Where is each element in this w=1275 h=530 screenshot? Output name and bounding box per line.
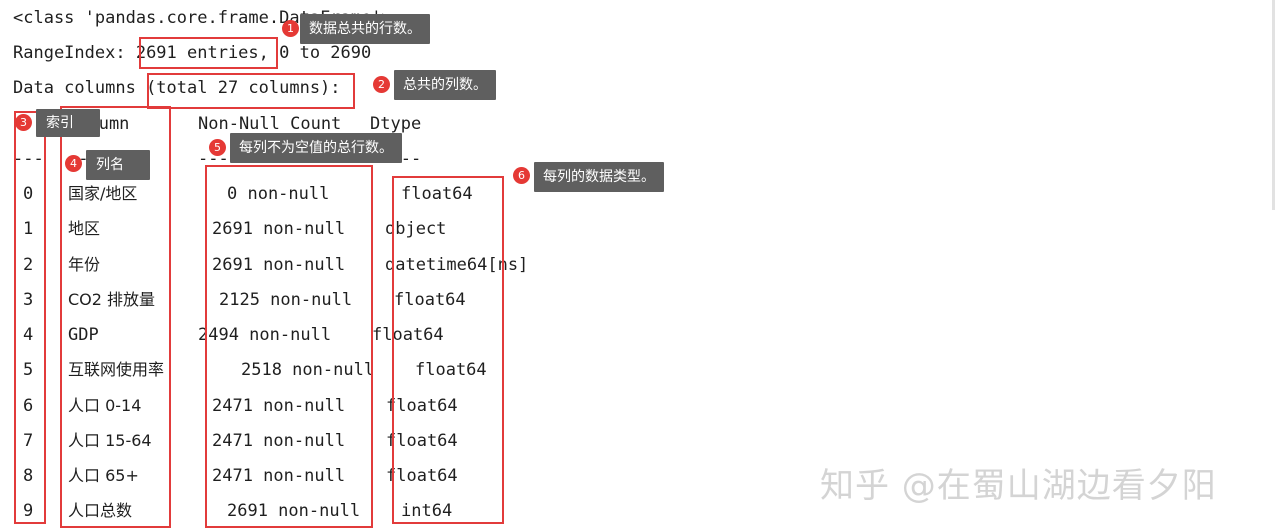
row-dtype: float64 (386, 431, 458, 451)
scrollbar[interactable] (1272, 0, 1275, 210)
row-count: 2471 non-null (212, 396, 346, 416)
columns-total: (total 27 columns) (146, 78, 331, 98)
row-index: 4 (23, 325, 34, 345)
annotation-badge: 3 (15, 114, 32, 131)
columns-prefix: Data columns (13, 78, 147, 98)
dtype-highlight-box (392, 176, 504, 524)
range-prefix: RangeIndex: (13, 43, 136, 63)
dtype-header: Dtype (370, 114, 422, 134)
row-count: 2471 non-null (212, 431, 346, 451)
column-name-highlight-box (60, 106, 171, 528)
row-count: 2518 non-null (241, 360, 375, 380)
row-name: 地区 (68, 219, 101, 238)
row-count: 2494 non-null (198, 325, 332, 345)
row-dtype: float64 (415, 360, 487, 380)
index-highlight-box (14, 111, 46, 524)
annotation-badge: 5 (209, 139, 226, 156)
row-index: 9 (23, 501, 34, 521)
annotation-tooltip: 每列的数据类型。 (534, 162, 664, 192)
watermark-text: 知乎 @在蜀山湖边看夕阳 (820, 466, 1217, 506)
row-dtype: object (385, 219, 447, 239)
row-name: 人口 65+ (68, 466, 139, 485)
row-count: 2125 non-null (219, 290, 353, 310)
annotation-badge: 4 (65, 155, 82, 172)
annotation-badge: 2 (373, 76, 390, 93)
row-dtype: float64 (386, 466, 458, 486)
columns-suffix: : (330, 78, 341, 98)
nonnull-header: Non-Null Count (198, 114, 342, 134)
row-index: 8 (23, 466, 34, 486)
row-count: 2691 non-null (212, 255, 346, 275)
annotation-tooltip: 索引 (36, 109, 100, 137)
row-name: 人口 0-14 (68, 396, 142, 415)
range-entries: 2691 entries (135, 43, 259, 63)
row-name: 国家/地区 (68, 184, 138, 203)
row-count: 0 non-null (227, 184, 330, 204)
annotation-tooltip: 列名 (86, 150, 150, 180)
entries-highlight-box (139, 37, 278, 69)
row-name: CO2 排放量 (68, 290, 156, 309)
row-name: 人口总数 (68, 501, 133, 520)
range-suffix: , 0 to 2690 (258, 43, 372, 63)
columns-total-highlight-box (147, 73, 355, 109)
row-index: 5 (23, 360, 34, 380)
row-index: 2 (23, 255, 34, 275)
row-name: 人口 15-64 (68, 431, 152, 450)
row-index: 6 (23, 396, 34, 416)
row-name: 年份 (68, 255, 101, 274)
row-index: 0 (23, 184, 34, 204)
row-count: 2471 non-null (212, 466, 346, 486)
annotation-tooltip: 总共的列数。 (394, 70, 496, 100)
row-dtype: int64 (401, 501, 453, 521)
row-dtype: float64 (401, 184, 473, 204)
row-index: 1 (23, 219, 34, 239)
row-name: 互联网使用率 (68, 360, 165, 379)
row-dtype: float64 (394, 290, 466, 310)
row-index: 3 (23, 290, 34, 310)
nonnull-highlight-box (205, 165, 373, 528)
data-columns-line: Data columns (total 27 columns): (13, 77, 341, 99)
row-count: 2691 non-null (227, 501, 361, 521)
range-index-line: RangeIndex: 2691 entries, 0 to 2690 (13, 42, 371, 64)
row-index: 7 (23, 431, 34, 451)
annotation-badge: 6 (513, 167, 530, 184)
annotation-tooltip: 每列不为空值的总行数。 (230, 133, 402, 163)
annotation-badge: 1 (282, 20, 299, 37)
row-dtype: datetime64[ns] (385, 255, 529, 275)
row-dtype: float64 (372, 325, 444, 345)
row-dtype: float64 (386, 396, 458, 416)
row-name: GDP (68, 325, 99, 345)
annotation-tooltip: 数据总共的行数。 (300, 14, 430, 44)
hash-separator: --- (13, 149, 44, 169)
row-count: 2691 non-null (212, 219, 346, 239)
